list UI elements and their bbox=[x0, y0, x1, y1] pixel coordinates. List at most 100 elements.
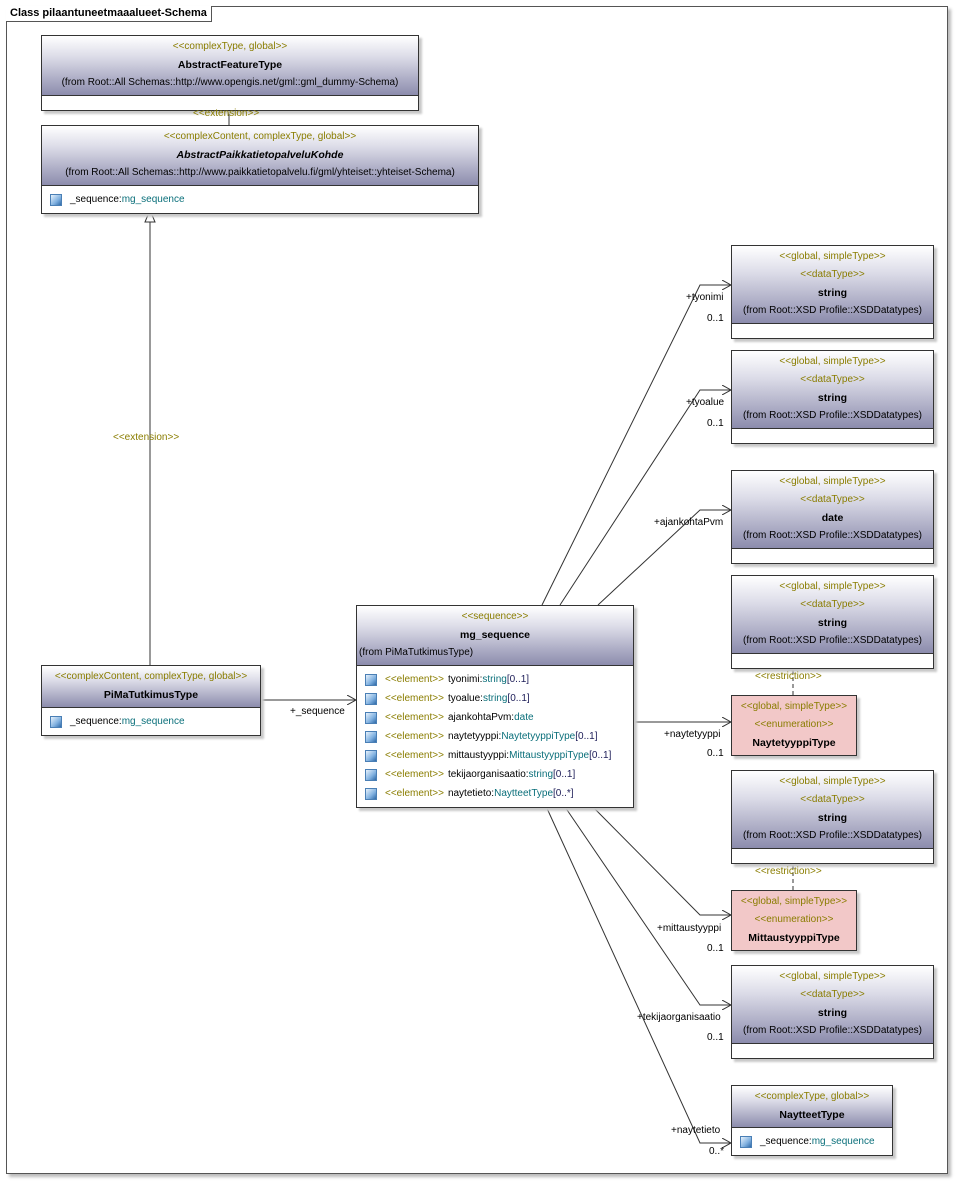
class-mg-sequence[interactable]: <<sequence>> mg_sequence (from PiMaTutki… bbox=[356, 605, 634, 808]
element-row[interactable]: <<element>>mittaustyyppi:MittaustyyppiTy… bbox=[363, 746, 629, 765]
from-package: (from Root::XSD Profile::XSDDatatypes) bbox=[743, 305, 922, 316]
element-name: tyoalue: bbox=[447, 693, 483, 704]
attribute-icon bbox=[50, 193, 62, 206]
class-abstract-feature-type[interactable]: <<complexType, global>> AbstractFeatureT… bbox=[41, 35, 419, 111]
stereotype-datatype: <<dataType>> bbox=[800, 794, 865, 805]
class-datatype-string-tekijaorganisaatio[interactable]: <<global, simpleType>> <<dataType>> stri… bbox=[731, 965, 934, 1059]
mult-tekijaorganisaatio: 0..1 bbox=[707, 1032, 724, 1043]
element-name: naytetieto: bbox=[447, 788, 495, 799]
element-row[interactable]: <<element>>tekijaorganisaatio:string[0..… bbox=[363, 765, 629, 784]
element-type: MittaustyyppiType bbox=[509, 750, 590, 761]
stereotype: <<global, simpleType>> bbox=[740, 701, 848, 712]
extension-label-top: <<extension>> bbox=[193, 108, 260, 119]
stereotype: <<global, simpleType>> bbox=[779, 581, 886, 592]
attribute-name: _sequence: bbox=[70, 194, 122, 205]
stereotype-datatype: <<dataType>> bbox=[800, 269, 865, 280]
class-name: date bbox=[821, 512, 844, 524]
stereotype-enumeration: <<enumeration>> bbox=[754, 914, 834, 925]
from-package: (from PiMaTutkimusType) bbox=[359, 647, 474, 658]
attribute-compartment bbox=[732, 428, 933, 443]
element-multiplicity: [0..1] bbox=[507, 693, 530, 704]
extension-arrowhead-main bbox=[144, 208, 156, 223]
element-type: date bbox=[514, 712, 534, 723]
element-multiplicity: [0..1] bbox=[575, 731, 598, 742]
element-name: mittaustyyppi: bbox=[447, 750, 510, 761]
stereotype-enumeration: <<enumeration>> bbox=[754, 719, 834, 730]
class-name: MittaustyyppiType bbox=[748, 932, 840, 944]
mult-mittaustyyppi: 0..1 bbox=[707, 943, 724, 954]
from-package: (from Root::XSD Profile::XSDDatatypes) bbox=[743, 530, 922, 541]
class-naytteet-type[interactable]: <<complexType, global>> NaytteetType _se… bbox=[731, 1085, 893, 1156]
attribute-compartment bbox=[732, 848, 933, 863]
mult-naytetyyppi: 0..1 bbox=[707, 748, 724, 759]
class-datatype-string-restriction-base-1[interactable]: <<global, simpleType>> <<dataType>> stri… bbox=[731, 575, 934, 669]
class-name: NaytetyyppiType bbox=[752, 737, 836, 749]
class-enum-mittaustyyppi-type[interactable]: <<global, simpleType>> <<enumeration>> M… bbox=[731, 890, 857, 951]
element-icon bbox=[365, 787, 377, 800]
attribute-icon bbox=[740, 1135, 752, 1148]
element-row[interactable]: <<element>>tyonimi:string[0..1] bbox=[363, 670, 629, 689]
element-type: string bbox=[528, 769, 553, 780]
class-enum-naytetyyppi-type[interactable]: <<global, simpleType>> <<enumeration>> N… bbox=[731, 695, 857, 756]
stereotype: <<complexType, global>> bbox=[754, 1091, 870, 1102]
element-icon bbox=[365, 749, 377, 762]
element-name: tyonimi: bbox=[447, 674, 483, 685]
restriction-label-2: <<restriction>> bbox=[755, 866, 822, 877]
role-tekijaorganisaatio: +tekijaorganisaatio bbox=[637, 1012, 721, 1023]
attribute-row[interactable]: _sequence:mg_sequence bbox=[738, 1132, 888, 1151]
role-tyoalue: +tyoalue bbox=[686, 397, 725, 408]
class-pima-tutkimus-type[interactable]: <<complexContent, complexType, global>> … bbox=[41, 665, 261, 736]
role-naytetieto: +naytetieto bbox=[671, 1125, 721, 1136]
element-row[interactable]: <<element>>tyoalue:string[0..1] bbox=[363, 689, 629, 708]
role-sequence: +_sequence bbox=[290, 706, 345, 717]
element-stereotype: <<element>> bbox=[385, 712, 444, 723]
attribute-name: _sequence: bbox=[70, 716, 122, 727]
class-name: string bbox=[817, 1007, 848, 1019]
element-type: NaytteetType bbox=[494, 788, 554, 799]
from-package: (from Root::All Schemas::http://www.paik… bbox=[65, 167, 455, 178]
assoc-mittaustyyppi bbox=[589, 803, 731, 915]
element-stereotype: <<element>> bbox=[385, 788, 444, 799]
element-stereotype: <<element>> bbox=[385, 769, 444, 780]
from-package: (from Root::All Schemas::http://www.open… bbox=[61, 77, 399, 88]
mult-naytetieto: 0..* bbox=[709, 1146, 725, 1157]
role-tyonimi: +tyonimi bbox=[686, 292, 724, 303]
stereotype-datatype: <<dataType>> bbox=[800, 599, 865, 610]
class-name: string bbox=[817, 812, 848, 824]
element-type: string bbox=[482, 674, 507, 685]
element-row[interactable]: <<element>>naytetieto:NaytteetType[0..*] bbox=[363, 784, 629, 803]
stereotype: <<complexType, global>> bbox=[172, 41, 288, 52]
role-naytetyyppi: +naytetyyppi bbox=[664, 729, 721, 740]
element-row[interactable]: <<element>>naytetyyppi:NaytetyyppiType[0… bbox=[363, 727, 629, 746]
attribute-compartment bbox=[732, 653, 933, 668]
element-multiplicity: [0..*] bbox=[553, 788, 574, 799]
from-package: (from Root::XSD Profile::XSDDatatypes) bbox=[743, 1025, 922, 1036]
element-stereotype: <<element>> bbox=[385, 674, 444, 685]
element-stereotype: <<element>> bbox=[385, 731, 444, 742]
attribute-icon bbox=[50, 715, 62, 728]
element-name: naytetyyppi: bbox=[447, 731, 502, 742]
attribute-compartment: _sequence:mg_sequence bbox=[42, 708, 260, 735]
class-datatype-date[interactable]: <<global, simpleType>> <<dataType>> date… bbox=[731, 470, 934, 564]
element-type: NaytetyyppiType bbox=[501, 731, 576, 742]
extension-label-main: <<extension>> bbox=[113, 432, 180, 443]
element-multiplicity: [0..1] bbox=[553, 769, 576, 780]
element-stereotype: <<element>> bbox=[385, 693, 444, 704]
assoc-tyonimi bbox=[541, 285, 731, 606]
stereotype: <<global, simpleType>> bbox=[779, 971, 886, 982]
element-icon bbox=[365, 692, 377, 705]
attribute-compartment: _sequence:mg_sequence bbox=[732, 1128, 892, 1155]
attribute-row[interactable]: _sequence:mg_sequence bbox=[48, 712, 256, 731]
mult-tyonimi: 0..1 bbox=[707, 313, 724, 324]
assoc-tekija bbox=[562, 803, 731, 1005]
stereotype: <<global, simpleType>> bbox=[779, 356, 886, 367]
class-abstract-paikkatietopalvelu-kohde[interactable]: <<complexContent, complexType, global>> … bbox=[41, 125, 479, 214]
attribute-row[interactable]: _sequence:mg_sequence bbox=[48, 190, 474, 209]
element-row[interactable]: <<element>>ajankohtaPvm:date bbox=[363, 708, 629, 727]
class-datatype-string-tyoalue[interactable]: <<global, simpleType>> <<dataType>> stri… bbox=[731, 350, 934, 444]
attribute-compartment: <<element>>tyonimi:string[0..1] <<elemen… bbox=[357, 666, 633, 807]
class-name: string bbox=[817, 392, 848, 404]
class-datatype-string-restriction-base-2[interactable]: <<global, simpleType>> <<dataType>> stri… bbox=[731, 770, 934, 864]
attribute-compartment bbox=[732, 323, 933, 338]
class-datatype-string-tyonimi[interactable]: <<global, simpleType>> <<dataType>> stri… bbox=[731, 245, 934, 339]
